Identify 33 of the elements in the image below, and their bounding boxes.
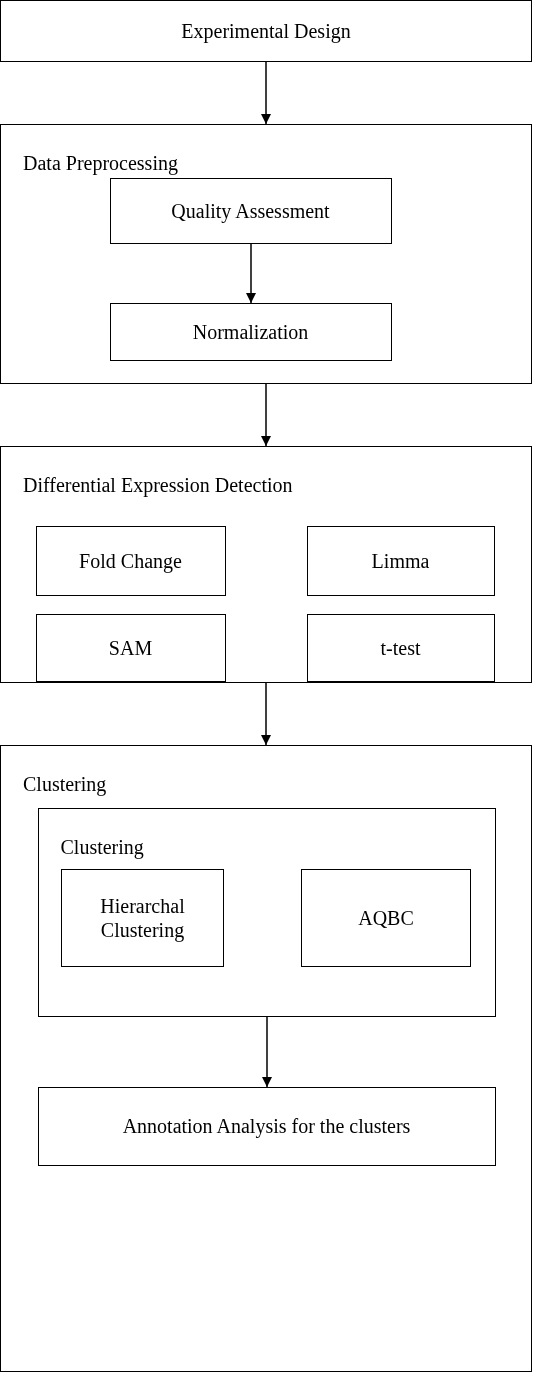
arrow (246, 243, 256, 304)
group-heading: Data Preprocessing (23, 151, 178, 175)
process-box (0, 0, 532, 62)
node-label: Normalization (191, 319, 310, 344)
node-label: t-test (379, 635, 422, 660)
process-box (35, 613, 226, 682)
node-label: Experimental Design (180, 19, 352, 43)
arrow (261, 682, 271, 746)
process-box (301, 869, 471, 967)
group-box (0, 446, 532, 683)
process-box (109, 302, 392, 361)
node-label: Hierarchal Clustering (99, 894, 186, 942)
node-label: Fold Change (78, 548, 183, 573)
process-box (35, 525, 226, 596)
node-label: Quality Assessment (170, 198, 331, 223)
arrow (261, 383, 271, 447)
process-box (61, 869, 224, 967)
arrow (261, 61, 271, 125)
arrow (262, 1016, 272, 1088)
group-heading: Differential Expression Detection (23, 473, 293, 497)
process-box (109, 177, 392, 244)
group-heading: Clustering (23, 772, 107, 796)
process-box (306, 613, 495, 682)
node-label: SAM (107, 635, 154, 660)
process-box (37, 1086, 496, 1166)
group-box (0, 124, 532, 384)
node-label: Annotation Analysis for the clusters (121, 1114, 412, 1138)
process-box (306, 525, 495, 596)
group-box (0, 745, 532, 1372)
node-label: AQBC (357, 906, 415, 930)
node-label: Limma (370, 548, 431, 573)
group-heading: Clustering (60, 834, 144, 859)
group-box (37, 807, 496, 1017)
